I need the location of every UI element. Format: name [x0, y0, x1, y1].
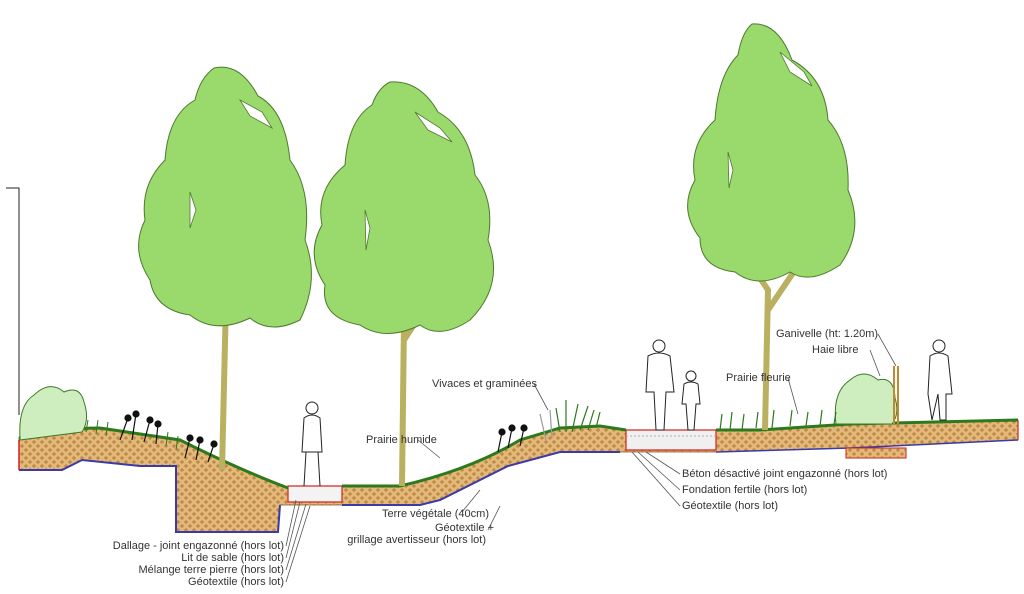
- label-prairie-fleurie: Prairie fleurie: [726, 372, 791, 384]
- label-lit-sable: Lit de sable (hors lot): [181, 552, 284, 564]
- label-beton: Béton désactivé joint engazonné (hors lo…: [682, 468, 888, 480]
- label-geotextile-grillage-2: grillage avertisseur (hors lot): [347, 534, 486, 546]
- label-geotextile-grillage-1: Géotextile +: [434, 522, 494, 534]
- left-edge-marker: [6, 187, 20, 415]
- label-dallage: Dallage - joint engazonné (hors lot): [112, 540, 284, 552]
- tree-trunk-3: [745, 258, 798, 431]
- label-prairie-humide: Prairie humide: [366, 434, 437, 446]
- concrete-slab: [625, 429, 717, 451]
- ganivelle-fence: [893, 366, 899, 424]
- label-geotextile-left: Géotextile (hors lot): [188, 576, 284, 588]
- label-ganivelle: Ganivelle (ht: 1.20m): [776, 328, 879, 340]
- person-adult: [645, 339, 675, 431]
- person-man-right: [927, 339, 953, 421]
- perennials-middle: [497, 424, 528, 453]
- label-haie-libre: Haie libre: [812, 344, 859, 356]
- label-melange: Mélange terre pierre (hors lot): [138, 564, 284, 576]
- tree-canopy-3: [687, 23, 856, 282]
- label-geotextile-right: Géotextile (hors lot): [682, 500, 778, 512]
- shrub-left: [19, 386, 88, 441]
- grasses-middle: [539, 400, 601, 441]
- label-fondation: Fondation fertile (hors lot): [682, 484, 808, 496]
- tree-canopy-2: [313, 81, 495, 334]
- label-terre-vegetale: Terre végétale (40cm): [382, 508, 489, 520]
- grass-left: [85, 419, 179, 451]
- perennials-left: [119, 410, 218, 463]
- tree-canopy-1: [138, 66, 312, 328]
- person-woman: [301, 401, 323, 487]
- person-child: [681, 370, 701, 431]
- meadow-flowered: [719, 409, 837, 431]
- geotextile-left-line: [19, 458, 281, 533]
- hedge-right: [834, 373, 898, 425]
- paving-slab-low: [287, 485, 343, 503]
- leader-lines: [285, 333, 897, 583]
- paving-right: [845, 447, 907, 459]
- label-vivaces: Vivaces et graminées: [432, 378, 537, 390]
- geotextile-mid-line: [342, 451, 620, 506]
